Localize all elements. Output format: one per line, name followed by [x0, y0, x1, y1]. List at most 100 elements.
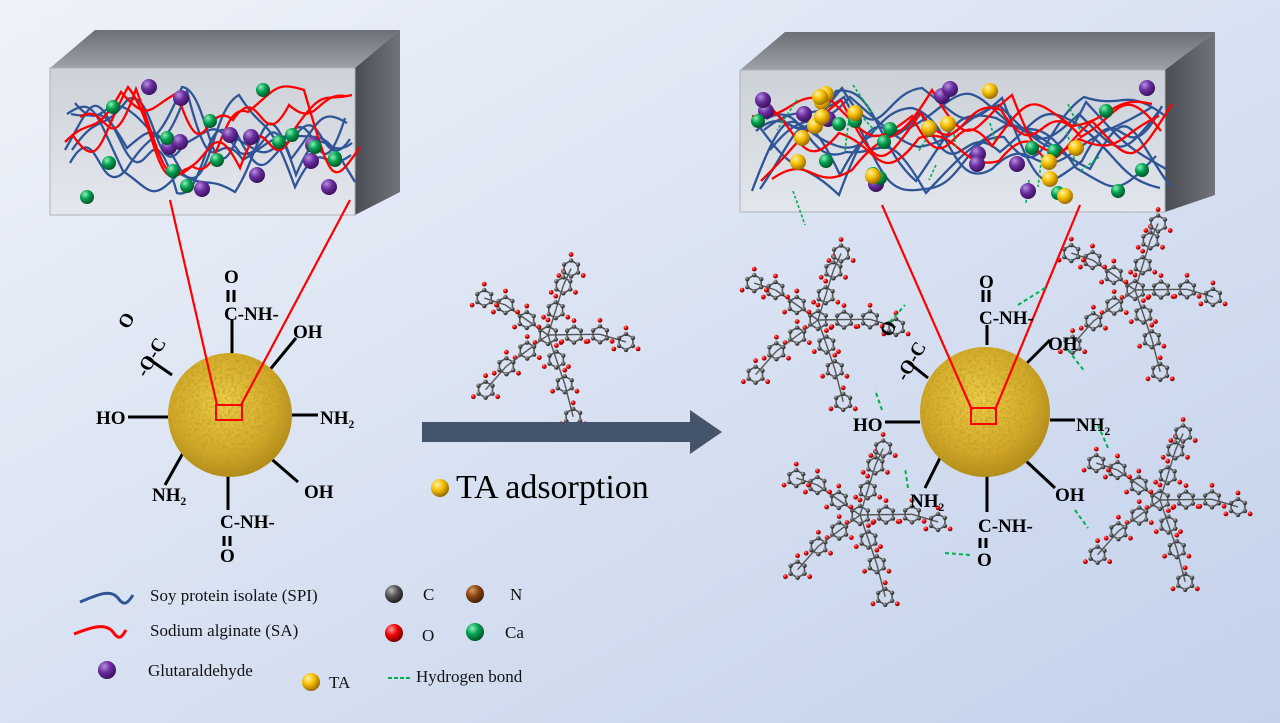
carbon-atom	[1173, 427, 1179, 432]
oxygen-swatch	[385, 624, 403, 642]
carbon-atom	[561, 270, 567, 275]
carbon-atom	[1141, 242, 1146, 247]
carbon-atom	[1143, 478, 1148, 484]
bond	[1167, 450, 1177, 476]
carbon-atom	[1118, 299, 1124, 304]
carbon-atom	[876, 508, 882, 513]
oxygen-atom	[556, 273, 562, 278]
carbon-atom	[780, 291, 785, 297]
carbon-atom	[857, 503, 863, 509]
oxygen-atom	[1124, 489, 1129, 495]
carbon-atom	[880, 459, 885, 464]
carbon-atom	[561, 353, 566, 358]
carbon-atom	[858, 484, 863, 489]
carbon-atom	[830, 297, 835, 302]
bond	[817, 294, 827, 321]
carbon-atom	[843, 524, 849, 529]
oxygen-atom	[1068, 236, 1074, 242]
carbon-atom	[831, 346, 836, 351]
carbon-atom	[831, 260, 836, 265]
carbon-atom	[1155, 213, 1161, 218]
carbon-atom	[1173, 435, 1179, 440]
carbon-atom	[823, 313, 828, 318]
oxygen-atom	[1111, 258, 1117, 264]
carbon-atom	[568, 258, 574, 263]
carbon-atom	[1098, 315, 1103, 320]
carbon-atom	[561, 262, 567, 267]
carbon-atom	[531, 321, 536, 327]
carbon-atom	[780, 283, 785, 289]
glutaraldehyde-atom	[942, 81, 958, 97]
glutaraldehyde-atom	[969, 156, 985, 172]
carbon-atom	[1084, 315, 1089, 320]
carbon-atom	[1102, 556, 1107, 561]
carbon-atom	[1088, 556, 1093, 561]
spi-chain	[765, 99, 1167, 195]
oxygen-atom	[568, 252, 574, 257]
carbon-atom	[788, 563, 793, 568]
carbon-atom	[1203, 298, 1209, 304]
carbon-atom	[1158, 469, 1164, 474]
carbon-atom	[831, 247, 837, 252]
carbon-atom	[866, 529, 871, 534]
carbon-atom	[1151, 283, 1157, 288]
carbon-atom	[801, 471, 806, 477]
zoom-line	[168, 199, 219, 406]
carbon-atom	[524, 325, 529, 331]
glutaraldehyde-atom	[141, 79, 157, 95]
carbon-atom	[568, 287, 573, 292]
bond	[555, 285, 565, 311]
carbon-atom	[1105, 299, 1110, 304]
zoom-region-box	[215, 404, 243, 421]
oxygen-atom	[1102, 264, 1107, 270]
carbon-atom	[831, 255, 837, 260]
carbon-atom	[902, 516, 908, 521]
oxygen-atom	[503, 288, 508, 294]
carbon-atom	[1164, 373, 1170, 378]
group-label: C-NH-	[220, 512, 275, 533]
ta-atom	[794, 130, 810, 146]
carbon-atom	[774, 341, 779, 346]
ta-atom	[921, 120, 937, 136]
oxygen-atom	[541, 364, 547, 369]
oxygen-atom	[1141, 298, 1146, 303]
block-side-face	[1165, 32, 1215, 212]
calcium-atom	[210, 153, 224, 167]
carbon-atom	[1157, 488, 1163, 494]
carbon-atom	[1132, 278, 1138, 284]
group-label: NH₂	[1076, 415, 1111, 436]
carbon-atom	[1217, 298, 1223, 304]
carbon-atom	[1228, 500, 1234, 506]
carbon-atom	[547, 361, 552, 366]
carbon-atom	[1118, 307, 1124, 312]
sa-chain	[771, 87, 1173, 180]
carbon-atom	[1228, 508, 1234, 514]
carbon-atom	[1112, 311, 1117, 316]
carbon-atom	[838, 264, 843, 269]
group-label: HO	[96, 408, 126, 429]
carbon-atom	[1203, 290, 1209, 296]
carbon-atom	[865, 517, 870, 522]
carbon-atom	[787, 306, 792, 312]
oxygen-atom	[571, 318, 577, 323]
glutaraldehyde-atom	[243, 129, 259, 145]
bond	[547, 309, 557, 336]
carbon-atom	[1076, 246, 1081, 252]
oxygen-atom	[1184, 272, 1190, 278]
carbon-atom	[876, 590, 881, 595]
oxygen-atom	[1183, 483, 1189, 488]
carbon-atom	[1140, 283, 1146, 288]
carbon-atom	[553, 316, 558, 321]
oxygen-atom	[1146, 294, 1152, 299]
block-side-face	[355, 30, 400, 215]
functional-group-bonds	[885, 290, 1075, 548]
oxygen-atom	[897, 518, 903, 524]
oxygen-atom	[1123, 279, 1129, 285]
carbon-atom	[503, 294, 508, 300]
carbon-atom	[900, 328, 906, 334]
oxygen-atom	[548, 289, 554, 295]
carbon-atom	[829, 501, 834, 507]
hydrogen-bond	[856, 110, 876, 132]
carbon-atom	[546, 312, 551, 317]
carbon-atom	[839, 363, 844, 368]
